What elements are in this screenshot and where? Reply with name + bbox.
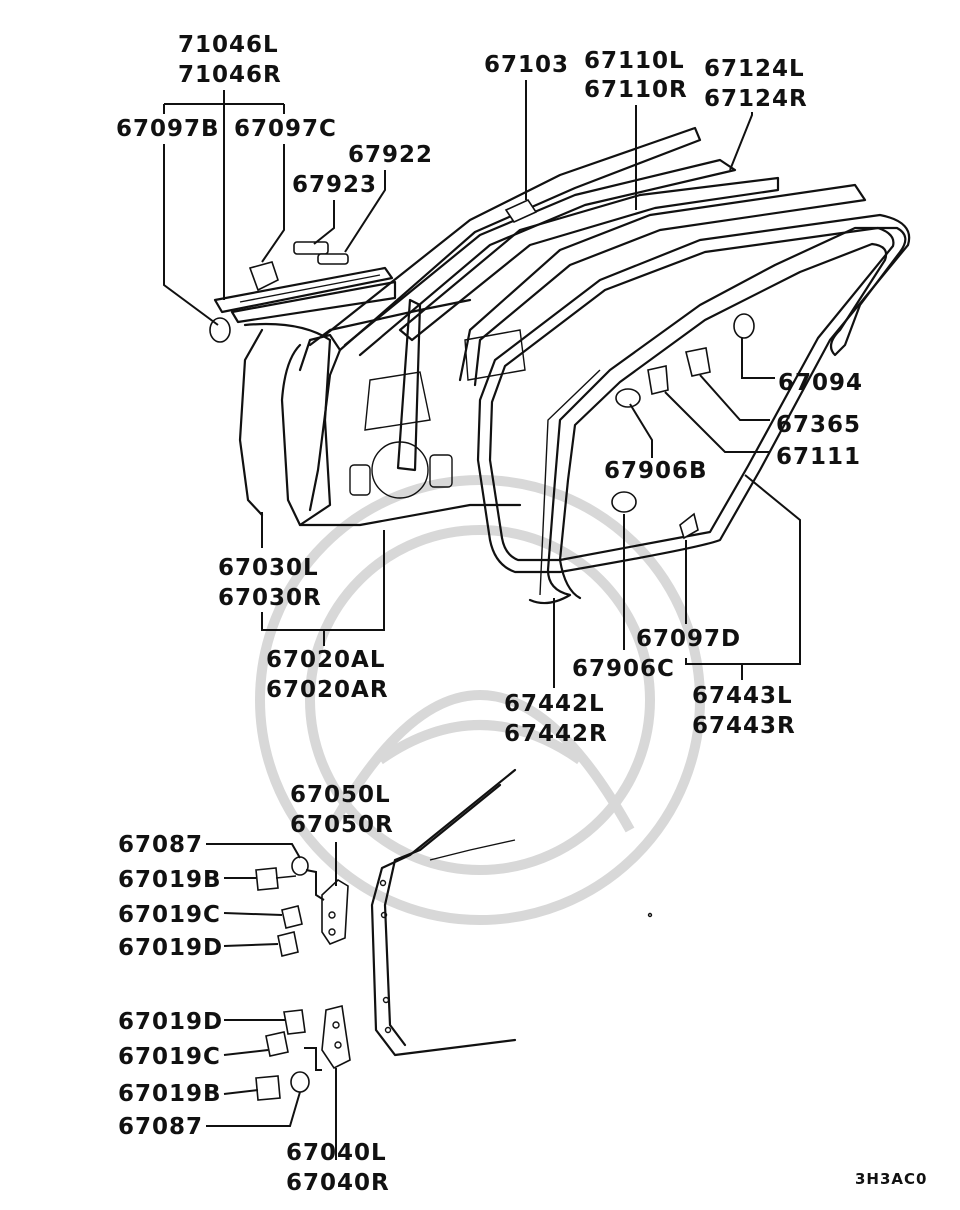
- label-67050L: 67050L: [290, 782, 391, 808]
- label-67050R: 67050R: [290, 812, 394, 838]
- label-67124R: 67124R: [704, 86, 808, 112]
- label-67087-upper: 67087: [118, 832, 203, 858]
- label-67124L: 67124L: [704, 56, 805, 82]
- label-67087-lower: 67087: [118, 1114, 203, 1140]
- label-67030R: 67030R: [218, 585, 322, 611]
- label-67019D-lower: 67019D: [118, 1009, 223, 1035]
- label-67040R: 67040R: [286, 1170, 390, 1196]
- label-67365: 67365: [776, 412, 861, 438]
- label-67906B: 67906B: [604, 458, 708, 484]
- label-67906C: 67906C: [572, 656, 675, 682]
- label-67923: 67923: [292, 172, 377, 198]
- label-67443L: 67443L: [692, 683, 793, 709]
- label-71046R: 71046R: [178, 62, 282, 88]
- label-67040L: 67040L: [286, 1140, 387, 1166]
- label-67019C-lower: 67019C: [118, 1044, 221, 1070]
- label-67442L: 67442L: [504, 691, 605, 717]
- label-67097B: 67097B: [116, 116, 220, 142]
- label-67020AR: 67020AR: [266, 677, 389, 703]
- door-hinge-side-drawing: [370, 768, 653, 1057]
- label-67110L: 67110L: [584, 48, 685, 74]
- label-67019B-upper: 67019B: [118, 867, 222, 893]
- label-67094: 67094: [778, 370, 863, 396]
- label-67097C: 67097C: [234, 116, 337, 142]
- label-67103: 67103: [484, 52, 569, 78]
- label-67443R: 67443R: [692, 713, 796, 739]
- label-67442R: 67442R: [504, 721, 608, 747]
- leader-lines: [163, 80, 801, 1160]
- label-67922: 67922: [348, 142, 433, 168]
- upper-hinge-parts: [255, 856, 349, 957]
- door-panel-drawing: [209, 126, 911, 605]
- label-67110R: 67110R: [584, 77, 688, 103]
- lower-hinge-parts: [255, 1005, 351, 1101]
- label-67030L: 67030L: [218, 555, 319, 581]
- label-67019B-lower: 67019B: [118, 1081, 222, 1107]
- label-67020AL: 67020AL: [266, 647, 385, 673]
- label-67019C-upper: 67019C: [118, 902, 221, 928]
- label-71046L: 71046L: [178, 32, 279, 58]
- label-67111: 67111: [776, 444, 861, 470]
- part-labels: 71046L 71046R 67097B 67097C 67922 67923 …: [116, 32, 927, 1196]
- diagram-code: 3H3AC0: [855, 1170, 927, 1188]
- label-67019D-upper: 67019D: [118, 935, 223, 961]
- label-67097D: 67097D: [636, 626, 741, 652]
